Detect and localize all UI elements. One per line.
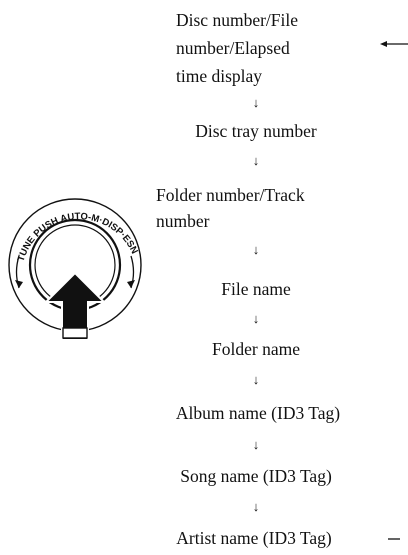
step-folder-track-number: Folder number/Track number — [156, 185, 305, 231]
flow-arrow-2: ↓ — [252, 153, 260, 168]
step-album-name: Album name (ID3 Tag) — [175, 403, 341, 423]
knob-illustration: TUNE PUSH AUTO-M·DISP·ESN — [8, 198, 142, 341]
flow-arrow-5: ↓ — [252, 372, 260, 387]
flow-arrow-7: ↓ — [252, 499, 260, 514]
step-file-name: File name — [221, 279, 291, 299]
control-knob: TUNE PUSH AUTO-M·DISP·ESN — [0, 180, 150, 360]
step-disc-file-elapsed: Disc number/File number/Elapsed time dis… — [176, 10, 298, 86]
step-song-name: Song name (ID3 Tag) — [180, 466, 332, 486]
return-arrow-top — [380, 41, 408, 47]
return-line-bottom — [388, 538, 400, 540]
push-arrow-icon — [43, 271, 107, 341]
flow-arrow-1: ↓ — [252, 95, 260, 110]
step-disc-tray-number: Disc tray number — [195, 121, 317, 141]
flow-arrow-4: ↓ — [252, 311, 260, 326]
step-folder-name: Folder name — [212, 339, 300, 359]
flow-arrow-6: ↓ — [252, 437, 260, 452]
step-artist-name: Artist name (ID3 Tag) — [176, 528, 332, 548]
flow-arrow-3: ↓ — [252, 242, 260, 257]
